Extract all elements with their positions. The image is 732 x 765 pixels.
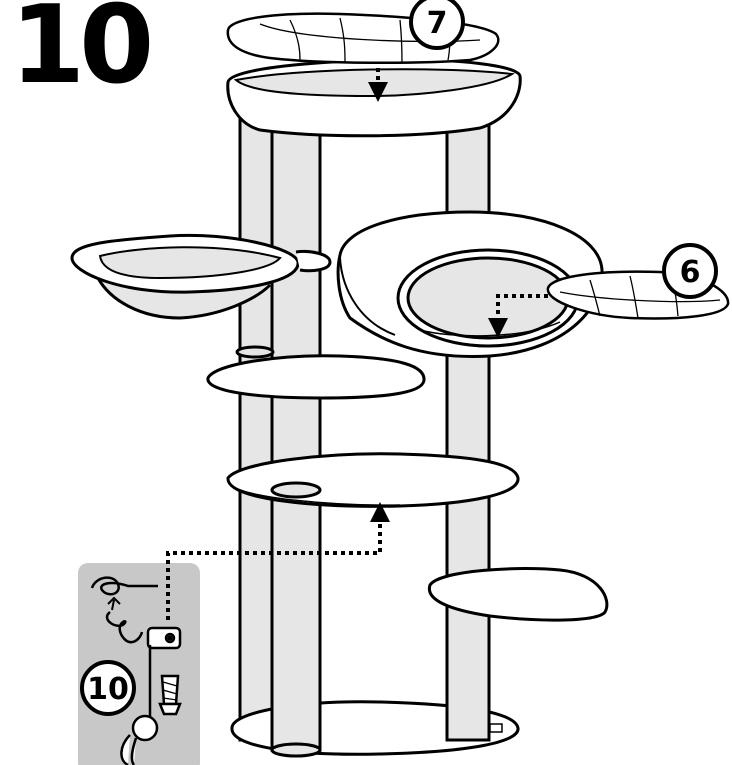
- right-post: [445, 328, 491, 742]
- lower-right-shelf: [427, 567, 609, 622]
- callout-7: 7: [409, 0, 465, 50]
- bracket-icon: [146, 626, 182, 650]
- step-number: 10: [10, 0, 154, 108]
- callout-6-label: 6: [680, 255, 701, 290]
- screw-icon: [158, 674, 182, 716]
- toy-ball-icon: [131, 714, 159, 742]
- string-coil-icon: [105, 611, 144, 644]
- up-arrow-icon: [107, 596, 121, 611]
- middle-platform: [226, 452, 520, 508]
- front-post: [270, 128, 322, 758]
- string-loop-icon: [90, 576, 158, 596]
- feather-icon: [120, 734, 138, 765]
- callout-10: 10: [80, 660, 136, 716]
- hammock: [70, 233, 332, 359]
- callout-6: 6: [662, 243, 718, 299]
- small-left-shelf: [206, 354, 426, 400]
- callout-10-label: 10: [87, 672, 129, 707]
- numbered-circle-icon: [80, 660, 136, 716]
- numbered-circle-icon: [409, 0, 465, 50]
- toy-assembly-detail: [90, 576, 182, 765]
- numbered-circle-icon: [662, 243, 718, 299]
- top-bed: [226, 58, 522, 138]
- callout-7-label: 7: [427, 6, 448, 41]
- dotted-arrow-icon: [166, 68, 548, 620]
